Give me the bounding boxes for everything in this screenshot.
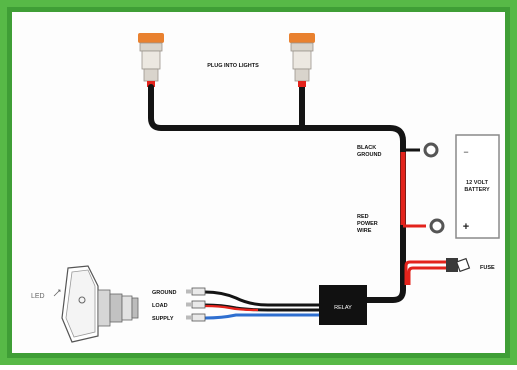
relay-label: RELAY (334, 305, 352, 311)
wire-black-harness (148, 84, 406, 303)
black-ground-label-line-1: BLACK (357, 145, 376, 151)
switch-ground-label: GROUND (152, 290, 176, 296)
ring-terminal-ground (423, 142, 439, 158)
light-connector-right (289, 33, 315, 87)
fuse-label: FUSE (480, 265, 495, 271)
wire-red-switch-load (204, 304, 259, 312)
wire-black-switch-ground (204, 290, 319, 307)
battery-neg-label: − (463, 147, 468, 157)
wire-red-fuse-2 (407, 266, 448, 285)
black-ground-label-line-2: GROUND (357, 152, 381, 158)
battery-label-line-2: BATTERY (464, 187, 490, 193)
spade-connector-load (186, 300, 206, 309)
battery-label-line-1: 12 VOLT (466, 180, 489, 186)
battery-pos-label: + (463, 221, 469, 233)
relay-box (319, 285, 367, 325)
plug-into-lights-label: PLUG INTO LIGHTS (207, 63, 259, 69)
battery-box (455, 134, 500, 239)
switch-load-label: LOAD (152, 303, 168, 309)
red-power-label-line-2: POWER (357, 221, 378, 227)
switch-led-arrow-icon (53, 289, 61, 297)
spade-connector-supply (186, 313, 206, 322)
ring-terminal-power (429, 218, 445, 234)
switch-led-mark: LED (31, 293, 45, 300)
spade-connector-ground (186, 287, 206, 296)
light-connector-left (138, 33, 164, 87)
red-power-label-line-1: RED (357, 214, 369, 220)
wire-red-fuse-1 (404, 260, 448, 285)
wire-blue-switch-supply (204, 313, 319, 320)
red-power-label-line-3: WIRE (357, 228, 372, 234)
switch-supply-label: SUPPLY (152, 316, 174, 322)
fuse-holder (446, 257, 471, 273)
rocker-switch (61, 265, 139, 343)
